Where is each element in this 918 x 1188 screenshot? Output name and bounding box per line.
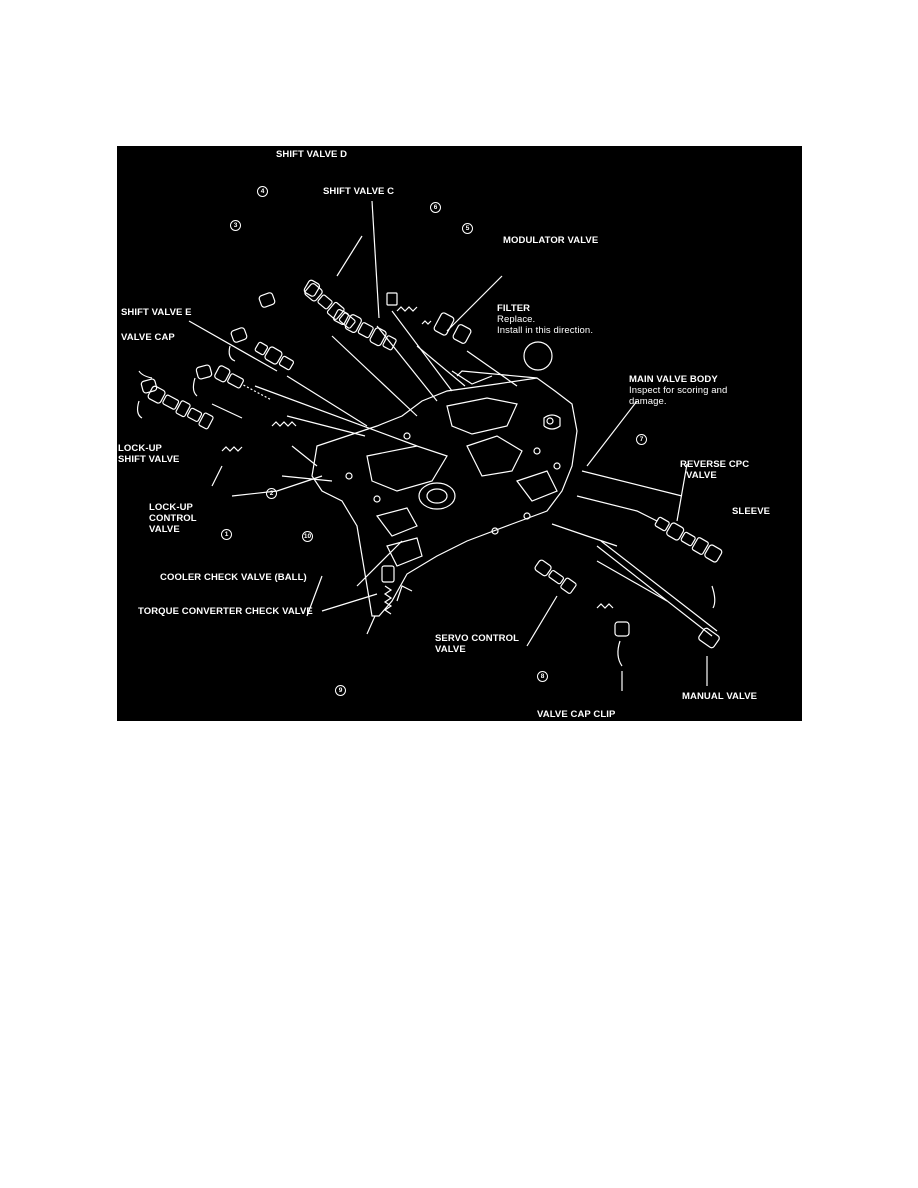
callout-10: 10 xyxy=(302,531,313,542)
servo-control-valve-label: SERVO CONTROL VALVE xyxy=(435,633,519,655)
label-shift-valve-d: SHIFT VALVE D xyxy=(276,149,348,160)
main-valve-body-outline xyxy=(311,377,578,617)
callout-5: 5 xyxy=(462,223,473,234)
main-valve-body-label-block: MAIN VALVE BODY Inspect for scoring and … xyxy=(629,374,727,407)
lockup-control-line-1: LOCK-UP xyxy=(149,502,193,513)
callout-3: 3 xyxy=(230,220,241,231)
lockup-control-line-2: CONTROL xyxy=(149,513,197,524)
valve-body-diagram: SHIFT VALVE D SHIFT VALVE C MODULATOR VA… xyxy=(117,146,802,721)
lockup-shift-line-2: SHIFT VALVE xyxy=(118,454,180,465)
label-main-valve-body: MAIN VALVE BODY xyxy=(629,374,718,385)
lockup-shift-line-1: LOCK-UP xyxy=(118,443,162,454)
label-cooler-check-valve: COOLER CHECK VALVE (BALL) xyxy=(160,572,307,583)
callout-9: 9 xyxy=(335,685,346,696)
callout-7: 7 xyxy=(636,434,647,445)
label-shift-valve-e: SHIFT VALVE E xyxy=(121,307,192,318)
filter-note-replace: Replace. xyxy=(497,314,536,325)
callout-6: 6 xyxy=(430,202,441,213)
label-shift-valve-c: SHIFT VALVE C xyxy=(323,186,395,197)
servo-control-line-1: SERVO CONTROL xyxy=(435,633,519,644)
reverse-cpc-line-2: VALVE xyxy=(686,470,717,481)
label-sleeve: SLEEVE xyxy=(732,506,771,517)
label-filter: FILTER xyxy=(497,303,531,314)
main-valve-body-note-2: damage. xyxy=(629,396,667,407)
main-valve-body-note-1: Inspect for scoring and xyxy=(629,385,728,396)
callout-2: 2 xyxy=(266,488,277,499)
servo-control-line-2: VALVE xyxy=(435,644,466,655)
label-torque-converter-check-valve: TORQUE CONVERTER CHECK VALVE xyxy=(138,606,313,617)
callout-8: 8 xyxy=(537,671,548,682)
callout-1: 1 xyxy=(221,529,232,540)
label-manual-valve: MANUAL VALVE xyxy=(682,691,758,702)
lockup-shift-valve-label: LOCK-UP SHIFT VALVE xyxy=(118,443,179,465)
lockup-control-valve-label: LOCK-UP CONTROL VALVE xyxy=(149,502,197,535)
callout-4: 4 xyxy=(257,186,268,197)
label-modulator-valve: MODULATOR VALVE xyxy=(503,235,599,246)
reverse-cpc-line-1: REVERSE CPC xyxy=(680,459,750,470)
lockup-control-line-3: VALVE xyxy=(149,524,180,535)
label-valve-cap-clip: VALVE CAP CLIP xyxy=(537,709,616,720)
exploded-view-drawing xyxy=(136,200,723,691)
filter-label-block: FILTER Replace. Install in this directio… xyxy=(497,303,593,336)
reverse-cpc-valve-label: REVERSE CPC VALVE xyxy=(680,459,749,481)
label-valve-cap: VALVE CAP xyxy=(121,332,175,343)
filter-note-direction: Install in this direction. xyxy=(497,325,594,336)
